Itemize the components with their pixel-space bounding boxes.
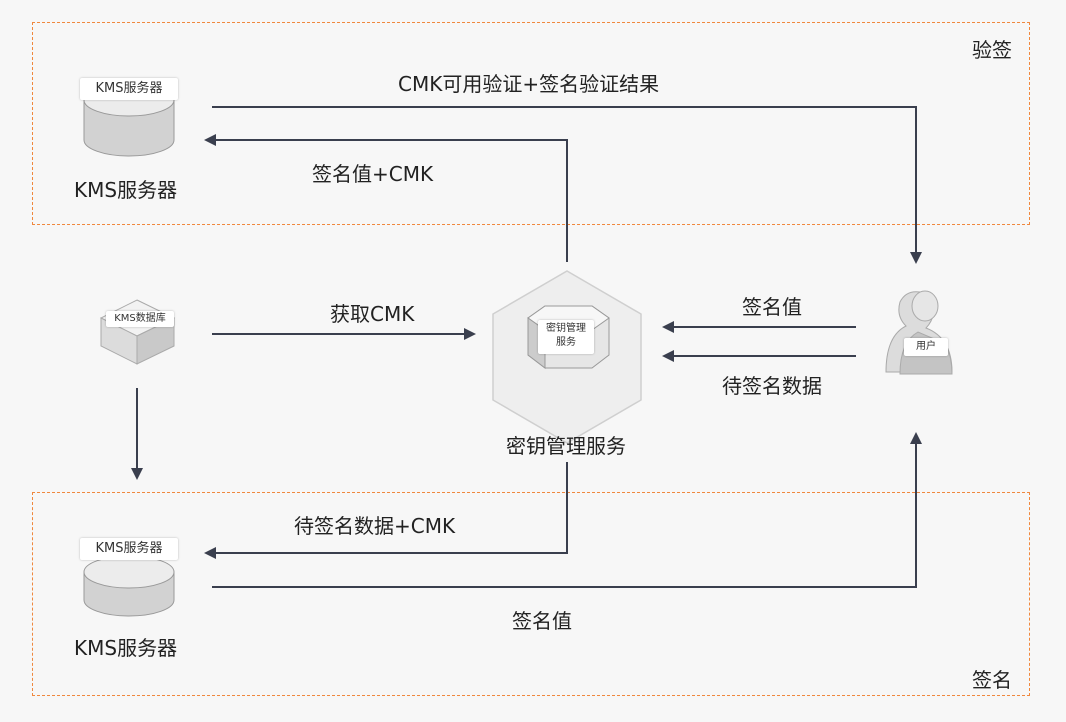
sign-section-title: 签名 xyxy=(972,668,1012,692)
key-service-chip-line1: 密钥管理 xyxy=(546,323,586,334)
user-chip: 用户 xyxy=(904,338,948,356)
verify-section xyxy=(32,22,1030,225)
user-icon xyxy=(885,290,953,375)
key-service-chip: 密钥管理 服务 xyxy=(538,320,594,354)
label-get-cmk: 获取CMK xyxy=(330,302,415,326)
kms-database-chip: KMS数据库 xyxy=(106,311,174,327)
arrow-cmk-verify-result xyxy=(212,106,922,264)
kms-server-bottom-title: KMS服务器 xyxy=(74,636,178,660)
key-service-icon xyxy=(492,270,642,444)
sign-section xyxy=(32,492,1030,696)
label-signature-value-to-user: 签名值 xyxy=(512,609,572,633)
key-service-chip-line2: 服务 xyxy=(556,337,576,348)
label-data-to-sign-plus-cmk: 待签名数据+CMK xyxy=(294,514,456,538)
label-signature-value-to-service: 签名值 xyxy=(742,295,802,319)
kms-server-bottom-icon xyxy=(83,555,175,617)
key-service-title: 密钥管理服务 xyxy=(506,434,626,458)
label-cmk-verify-result: CMK可用验证+签名验证结果 xyxy=(398,72,660,96)
kms-server-bottom-chip: KMS服务器 xyxy=(80,538,178,560)
arrow-signature-plus-cmk xyxy=(204,134,568,262)
verify-section-title: 验签 xyxy=(972,38,1012,62)
arrow-signature-value-to-user xyxy=(212,432,922,588)
arrow-data-to-sign-plus-cmk xyxy=(204,462,568,559)
label-signature-plus-cmk: 签名值+CMK xyxy=(312,162,434,186)
kms-server-top-chip: KMS服务器 xyxy=(80,78,178,100)
kms-server-top-title: KMS服务器 xyxy=(74,178,178,202)
label-data-to-sign-to-service: 待签名数据 xyxy=(722,374,822,398)
kms-database-icon xyxy=(99,299,176,365)
